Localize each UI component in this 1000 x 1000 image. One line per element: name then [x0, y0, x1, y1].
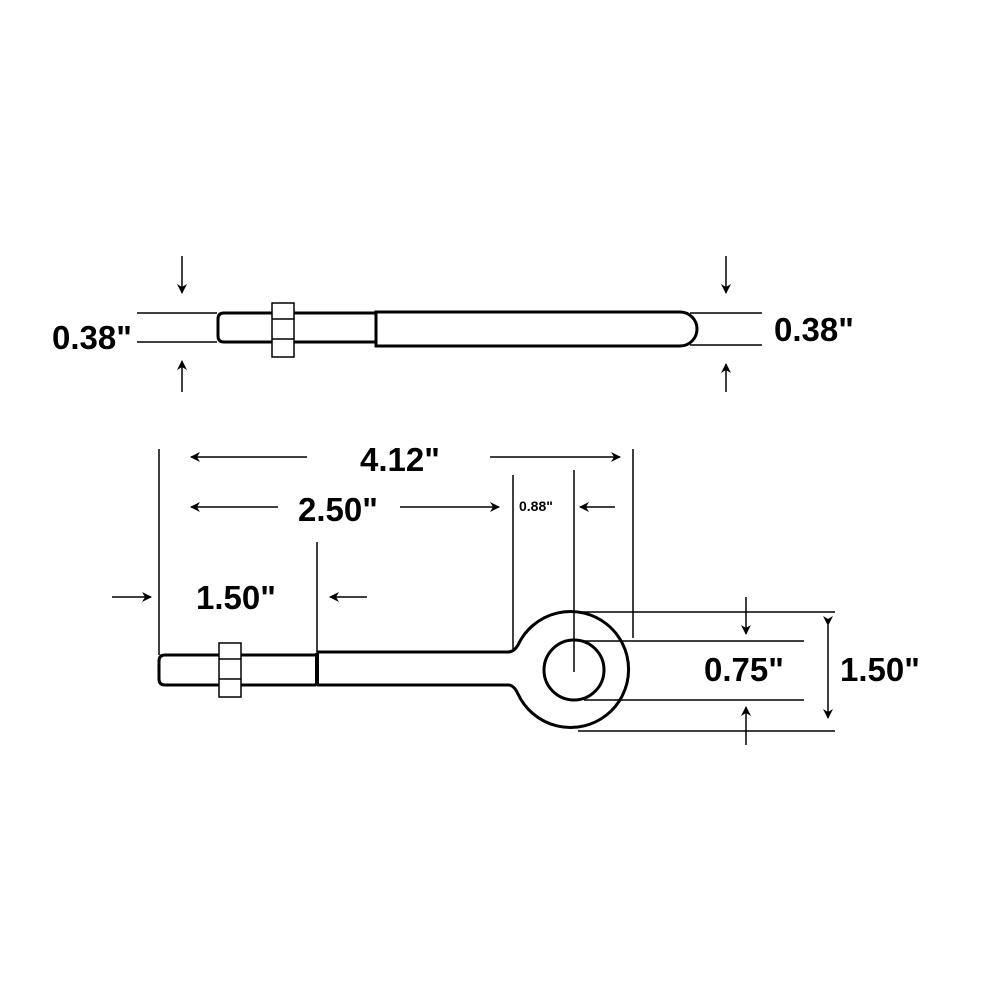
thread-length-label: 1.50" — [196, 579, 276, 616]
eye-outer-diameter-label: 1.50" — [840, 651, 920, 688]
threaded-rod — [157, 653, 316, 687]
eye-hole — [542, 638, 606, 702]
overall-length-label: 4.12" — [360, 441, 440, 478]
top-right-diameter-label: 0.38" — [774, 311, 854, 348]
top-view: 0.38" 0.38" — [52, 256, 854, 392]
top-left-diameter-label: 0.38" — [52, 319, 132, 356]
shank-length-label: 2.50" — [298, 491, 378, 528]
threaded-rod — [216, 311, 375, 344]
bolt-shaft — [374, 310, 699, 348]
eye-inner-diameter-label: 0.75" — [704, 651, 784, 688]
eye-offset-label: 0.88" — [519, 498, 553, 514]
side-view: 4.12" 2.50" 0.88" 1.50" 0 — [112, 441, 920, 745]
hex-nut — [271, 302, 295, 358]
hex-nut — [218, 642, 242, 698]
eye-bolt-body — [317, 610, 631, 729]
